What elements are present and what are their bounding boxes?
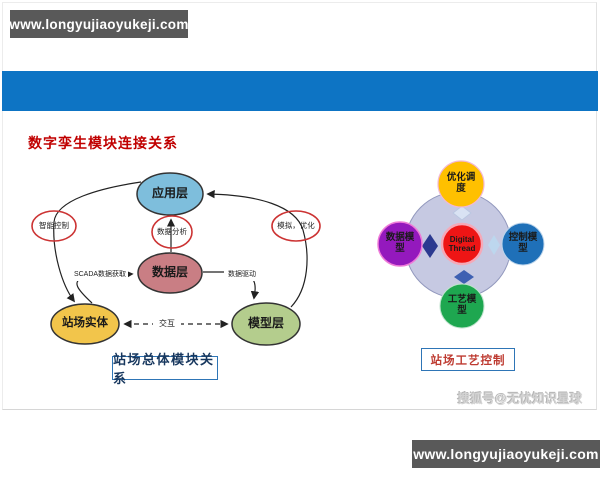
label-interaction: 交互 — [153, 318, 181, 330]
label-model-layer: 模型层 — [247, 316, 284, 331]
petal-optimize-dispatch — [437, 160, 485, 208]
node-station-entity — [50, 303, 120, 345]
caption-right-diagram: 站场工艺控制 — [421, 348, 515, 371]
label-smart-control: 智能控制 — [39, 220, 69, 230]
label-data-model: 数据模型 — [385, 232, 415, 254]
arrow-app-to-station — [53, 181, 142, 303]
page-title: 数字孪生模块连接关系 — [28, 135, 178, 151]
node-data-layer — [137, 252, 203, 294]
petal-data-model — [377, 221, 423, 267]
website-url-top: www.longyujiaoyukeji.com — [9, 16, 189, 32]
petal-control-model — [501, 222, 545, 266]
caption-right-text: 站场工艺控制 — [430, 354, 506, 367]
node-app-layer — [136, 172, 204, 216]
label-control-model: 控制模型 — [508, 232, 538, 254]
ring-data-analysis — [151, 215, 193, 249]
label-data-layer: 数据层 — [151, 265, 188, 280]
label-digital-thread: Digital Thread — [448, 234, 476, 253]
label-simulate-optimize: 模拟，优化 — [277, 220, 315, 230]
diamond-right — [488, 235, 500, 255]
diamond-left — [422, 234, 438, 258]
caption-left-diagram: 站场总体模块关系 — [112, 352, 218, 386]
blue-header-bar — [2, 71, 598, 111]
node-model-layer — [231, 302, 301, 346]
ring-simulate-optimize — [271, 210, 321, 242]
watermark-text: 搜狐号@无忧知识星球 — [457, 392, 583, 406]
diamond-bottom — [454, 270, 474, 284]
website-banner-top: www.longyujiaoyukeji.com — [9, 10, 189, 38]
ring-smart-control — [31, 210, 77, 242]
label-data-analysis: 数据分析 — [157, 226, 187, 236]
label-app-layer: 应用层 — [151, 186, 188, 201]
label-optimize-dispatch: 优化调度 — [446, 172, 476, 194]
hub-digital-thread — [440, 222, 484, 266]
label-scada-acquisition: SCADA数据获取 — [72, 270, 128, 281]
arrow-model-to-app — [206, 189, 308, 308]
label-data-driven: 数据驱动 — [224, 270, 260, 281]
label-station-entity: 站场实体 — [62, 317, 108, 330]
website-url-bottom: www.longyujiaoyukeji.com — [413, 446, 599, 462]
caption-left-text: 站场总体模块关系 — [113, 352, 215, 386]
label-process-model: 工艺模型 — [447, 294, 477, 316]
petal-process-model — [439, 283, 485, 329]
diamond-top — [452, 205, 472, 221]
website-banner-bottom: www.longyujiaoyukeji.com — [412, 440, 600, 468]
